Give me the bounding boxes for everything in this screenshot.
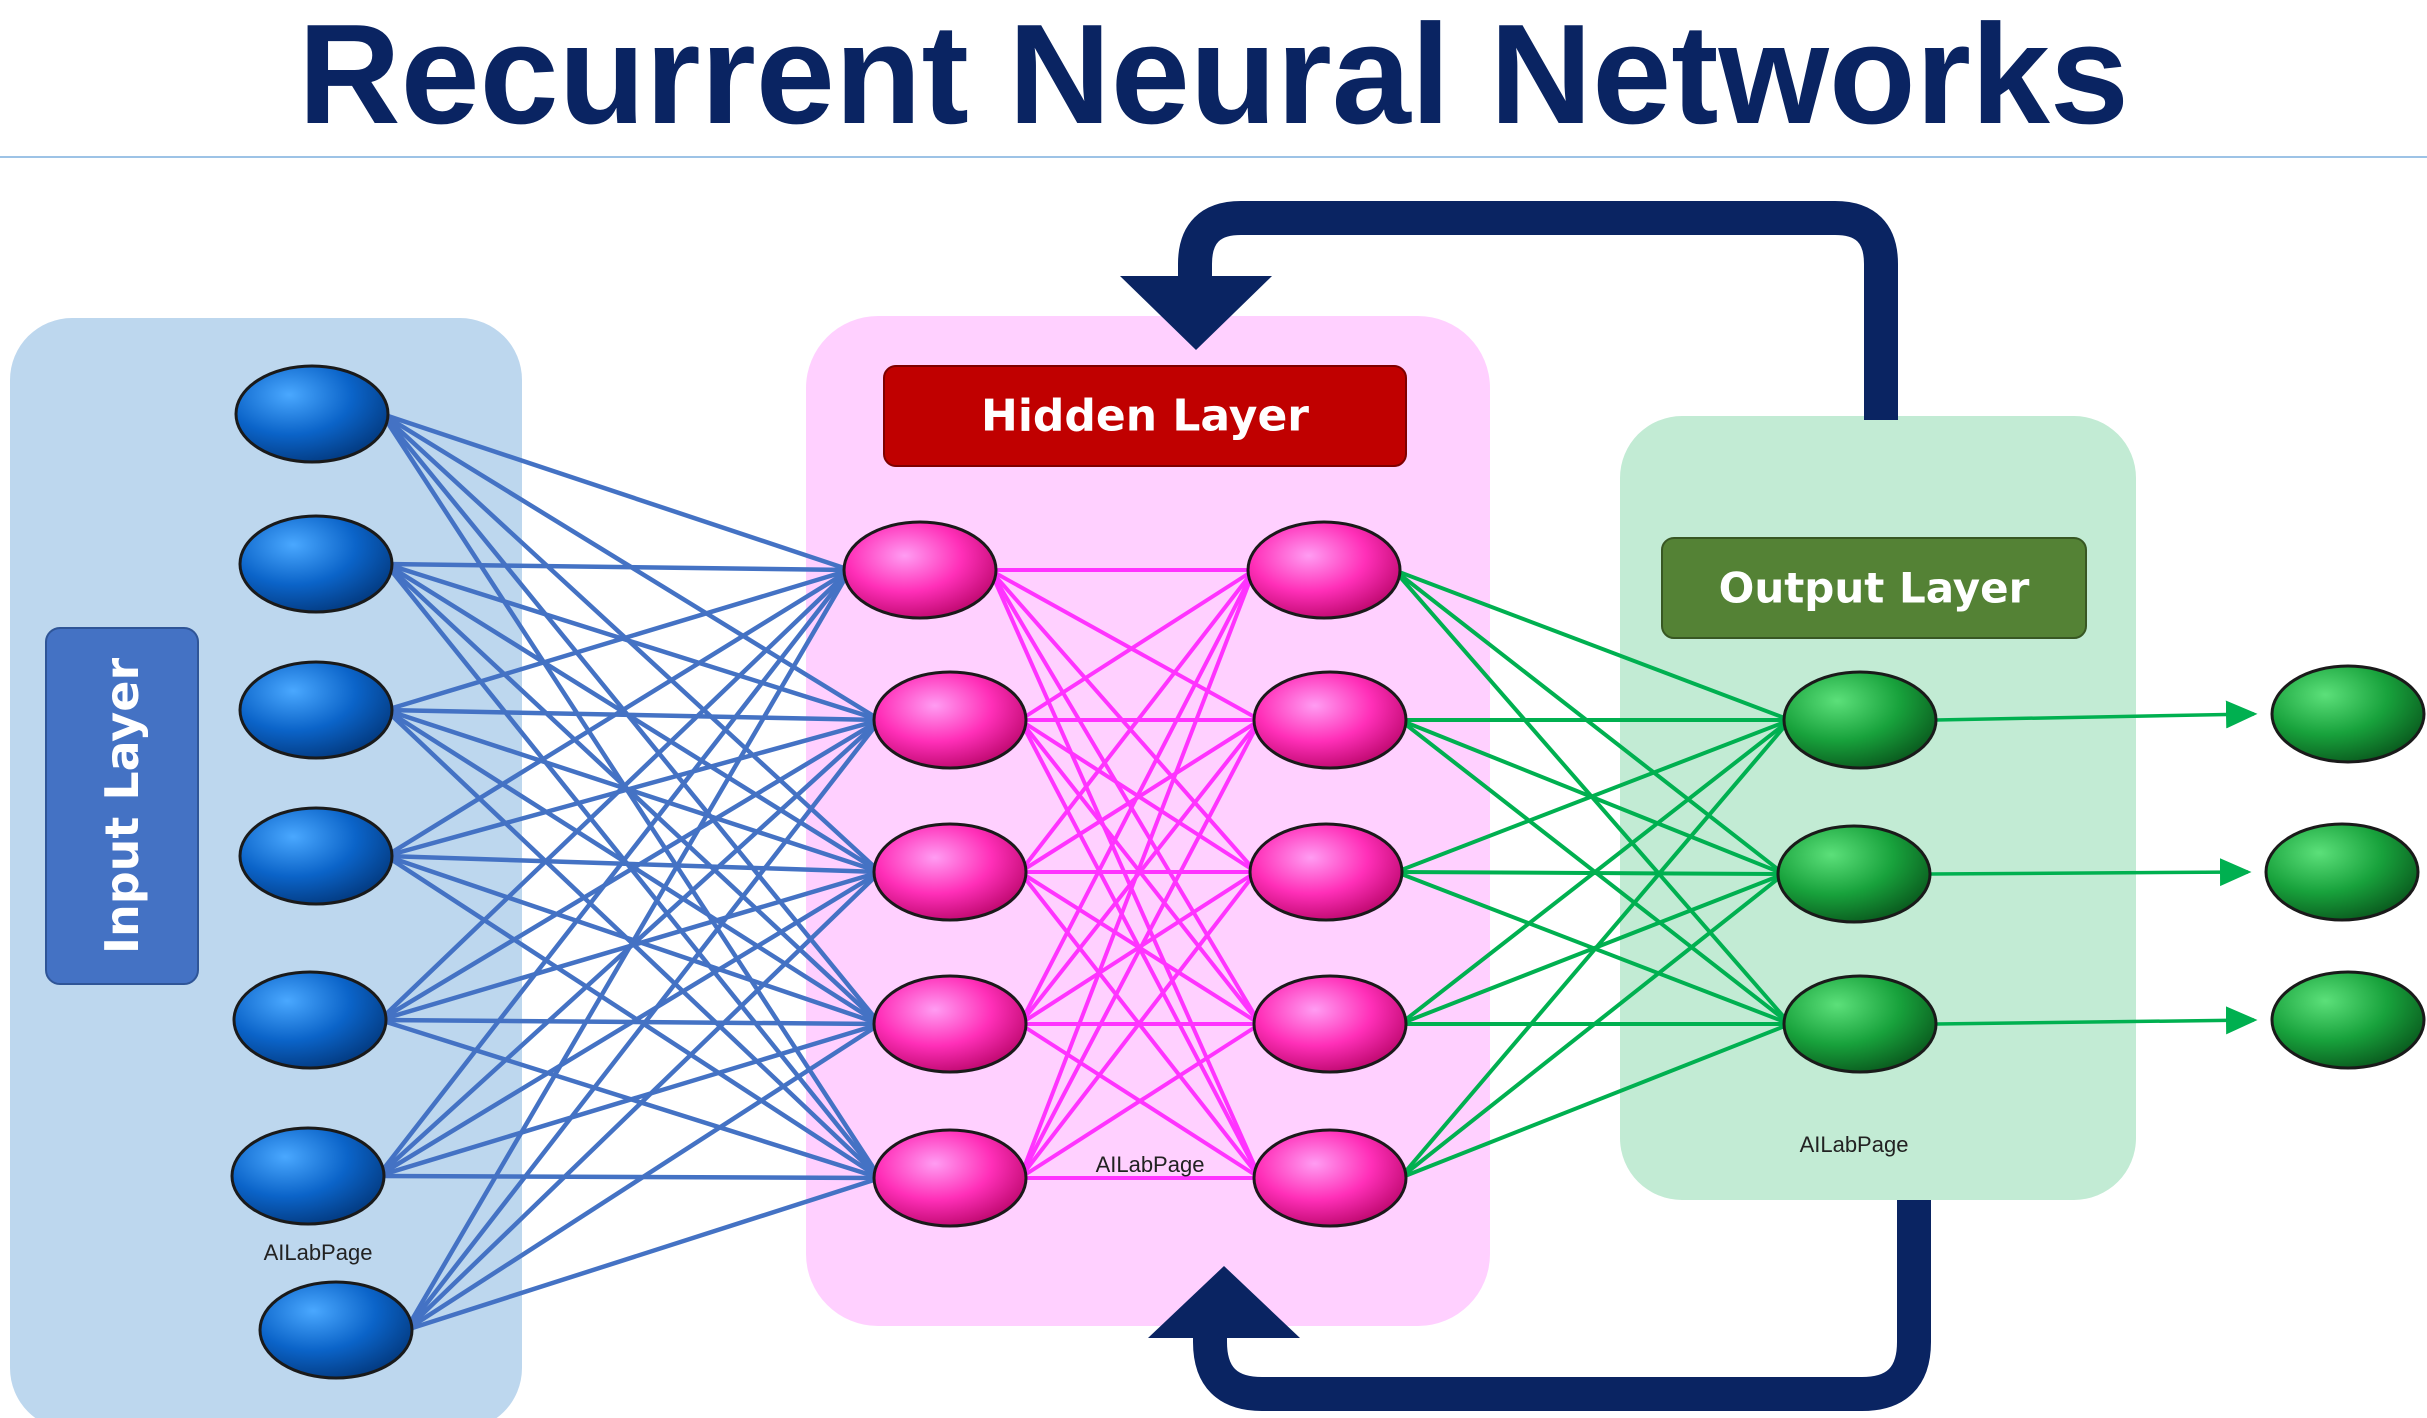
input-node bbox=[238, 806, 394, 906]
final-output-node bbox=[2270, 664, 2426, 764]
connection-hidden-output bbox=[1393, 568, 1791, 722]
connection-input-hidden bbox=[405, 1175, 881, 1333]
connection-input-hidden bbox=[384, 854, 882, 1180]
connection-hidden-hidden bbox=[1018, 569, 1256, 1179]
hidden-node bbox=[872, 670, 1028, 770]
connection-input-hidden bbox=[378, 568, 852, 1022]
connection-hidden-hidden bbox=[1018, 718, 1262, 874]
input-hidden-connections bbox=[376, 411, 882, 1333]
recurrent-loop-bottom bbox=[1148, 1200, 1931, 1411]
connection-input-hidden bbox=[384, 562, 882, 874]
hidden-node bbox=[1252, 1128, 1408, 1228]
connection-hidden-output bbox=[1399, 1022, 1791, 1180]
title-divider bbox=[0, 156, 2427, 158]
connection-hidden-output bbox=[1399, 872, 1785, 1026]
connection-hidden-hidden bbox=[1018, 568, 1256, 874]
connection-input-hidden bbox=[384, 562, 882, 1026]
hidden-node bbox=[872, 1128, 1028, 1228]
connection-input-hidden bbox=[404, 568, 852, 1332]
connection-input-hidden bbox=[385, 561, 881, 723]
hidden-hidden-connections bbox=[988, 568, 1262, 1180]
hidden-node bbox=[842, 520, 998, 620]
connection-input-hidden bbox=[378, 718, 882, 1022]
final-output-nodes bbox=[2264, 664, 2426, 1070]
connection-input-hidden bbox=[376, 870, 882, 1178]
output-node bbox=[1776, 824, 1932, 924]
output-nodes bbox=[1776, 670, 1938, 1074]
connection-hidden-output bbox=[1395, 870, 1785, 876]
connection-hidden-output bbox=[1398, 718, 1792, 1026]
input-layer-label-box: Input Layer bbox=[45, 627, 199, 985]
connection-input-hidden bbox=[384, 568, 852, 858]
output-node bbox=[1782, 670, 1938, 770]
connection-input-hidden bbox=[385, 561, 851, 573]
connection-hidden-hidden bbox=[988, 568, 1262, 1026]
connection-input-hidden bbox=[376, 568, 852, 1178]
output-node bbox=[1782, 974, 1938, 1074]
input-node bbox=[230, 1126, 386, 1226]
connection-output-final bbox=[1935, 700, 2258, 729]
connection-output-final bbox=[1935, 1006, 2258, 1035]
connection-input-hidden bbox=[385, 707, 881, 875]
connection-input-hidden bbox=[404, 870, 882, 1332]
connection-hidden-hidden bbox=[1018, 719, 1262, 1179]
connection-hidden-output bbox=[1398, 718, 1792, 1180]
input-nodes bbox=[230, 364, 414, 1380]
connection-hidden-hidden bbox=[989, 568, 1261, 722]
watermark-hidden: AILabPage bbox=[1096, 1152, 1205, 1177]
connection-hidden-hidden bbox=[1018, 569, 1256, 1025]
connection-input-hidden bbox=[385, 853, 881, 875]
connection-hidden-hidden bbox=[1018, 1022, 1262, 1180]
page-title: Recurrent Neural Networks bbox=[298, 0, 2129, 154]
input-layer-label: Input Layer bbox=[95, 658, 149, 955]
connection-input-hidden bbox=[385, 717, 881, 859]
output-final-connections bbox=[1929, 700, 2258, 1035]
connection-hidden-hidden bbox=[1018, 718, 1262, 1026]
connection-hidden-hidden bbox=[1018, 568, 1256, 722]
connection-input-hidden bbox=[377, 1173, 881, 1181]
watermark-input: AILabPage bbox=[264, 1240, 373, 1265]
hidden-layer-label-box: Hidden Layer bbox=[883, 365, 1407, 467]
hidden-node bbox=[872, 974, 1028, 1074]
output-layer-label: Output Layer bbox=[1719, 564, 2030, 613]
hidden-node bbox=[1252, 670, 1408, 770]
hidden-node bbox=[1248, 822, 1404, 922]
connection-input-hidden bbox=[404, 718, 882, 1332]
connection-input-hidden bbox=[381, 411, 851, 573]
final-output-node bbox=[2264, 822, 2420, 922]
input-node bbox=[238, 660, 394, 760]
hidden-nodes-second bbox=[1246, 520, 1408, 1228]
connection-input-hidden bbox=[377, 1021, 881, 1179]
connection-hidden-output bbox=[1398, 872, 1786, 1180]
connection-input-hidden bbox=[404, 1022, 882, 1332]
output-layer-label-box: Output Layer bbox=[1661, 537, 2087, 639]
input-node bbox=[232, 970, 388, 1070]
hidden-node bbox=[1252, 974, 1408, 1074]
connection-hidden-hidden bbox=[1018, 870, 1258, 1026]
connection-hidden-hidden bbox=[1018, 870, 1258, 1180]
final-output-node bbox=[2270, 970, 2426, 1070]
watermark-output: AILabPage bbox=[1800, 1132, 1909, 1157]
connection-output-final bbox=[1929, 858, 2252, 887]
hidden-layer-label: Hidden Layer bbox=[981, 391, 1309, 442]
input-node bbox=[234, 364, 390, 464]
input-node bbox=[258, 1280, 414, 1380]
connection-hidden-output bbox=[1395, 718, 1791, 874]
hidden-nodes-first bbox=[842, 520, 1028, 1228]
recurrent-loop-top bbox=[1120, 201, 1898, 420]
connection-input-hidden bbox=[385, 707, 881, 723]
hidden-node bbox=[1246, 520, 1402, 620]
hidden-output-connections bbox=[1392, 568, 1792, 1180]
connection-input-hidden bbox=[385, 567, 851, 713]
input-node bbox=[238, 514, 394, 614]
hidden-node bbox=[872, 822, 1028, 922]
